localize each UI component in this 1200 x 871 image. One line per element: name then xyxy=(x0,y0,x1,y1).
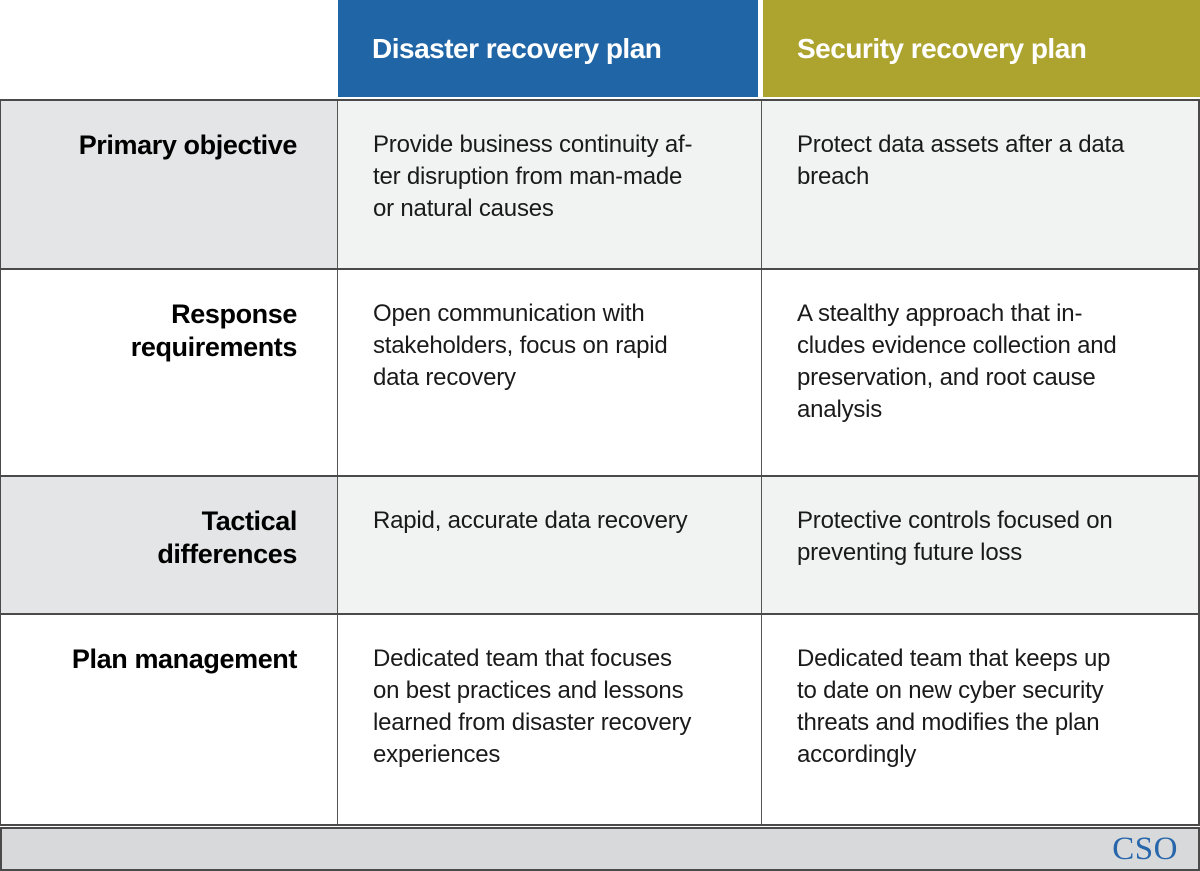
column-header-disaster-recovery-plan: Disaster recovery plan xyxy=(338,0,763,97)
row-label-response-requirements: Response requirements xyxy=(1,270,338,475)
table-row-tactical-differences: Tactical differences Rapid, accurate dat… xyxy=(1,477,1198,615)
row-label-primary-objective: Primary objective xyxy=(1,101,338,268)
cell-security-primary-objective: Protect data assets after a data breach xyxy=(762,101,1198,268)
row-label-plan-management: Plan management xyxy=(1,615,338,824)
table-header-row: Disaster recovery plan Security recovery… xyxy=(0,0,1200,97)
cell-disaster-tactical-differences: Rapid, accurate data recovery xyxy=(338,477,762,613)
cell-disaster-response-requirements: Open communication with stakeholders, fo… xyxy=(338,270,762,475)
cell-security-tactical-differences: Protective controls focused on preventin… xyxy=(762,477,1198,613)
table-row-response-requirements: Response requirements Open communication… xyxy=(1,270,1198,477)
comparison-table: Primary objective Provide business conti… xyxy=(0,99,1200,826)
cell-security-plan-management: Dedicated team that keeps up to date on … xyxy=(762,615,1198,824)
cell-disaster-plan-management: Dedicated team that focuses on best prac… xyxy=(338,615,762,824)
header-spacer xyxy=(0,0,338,97)
header-body-divider xyxy=(0,97,1200,99)
table-row-plan-management: Plan management Dedicated team that focu… xyxy=(1,615,1198,824)
cell-disaster-primary-objective: Provide business continuity af- ter disr… xyxy=(338,101,762,268)
table-row-primary-objective: Primary objective Provide business conti… xyxy=(1,101,1198,270)
column-header-security-recovery-plan: Security recovery plan xyxy=(763,0,1200,97)
source-footer: CSO xyxy=(0,827,1200,871)
row-label-tactical-differences: Tactical differences xyxy=(1,477,338,613)
cell-security-response-requirements: A stealthy approach that in- cludes evid… xyxy=(762,270,1198,475)
cso-brand-logo: CSO xyxy=(1112,830,1178,867)
